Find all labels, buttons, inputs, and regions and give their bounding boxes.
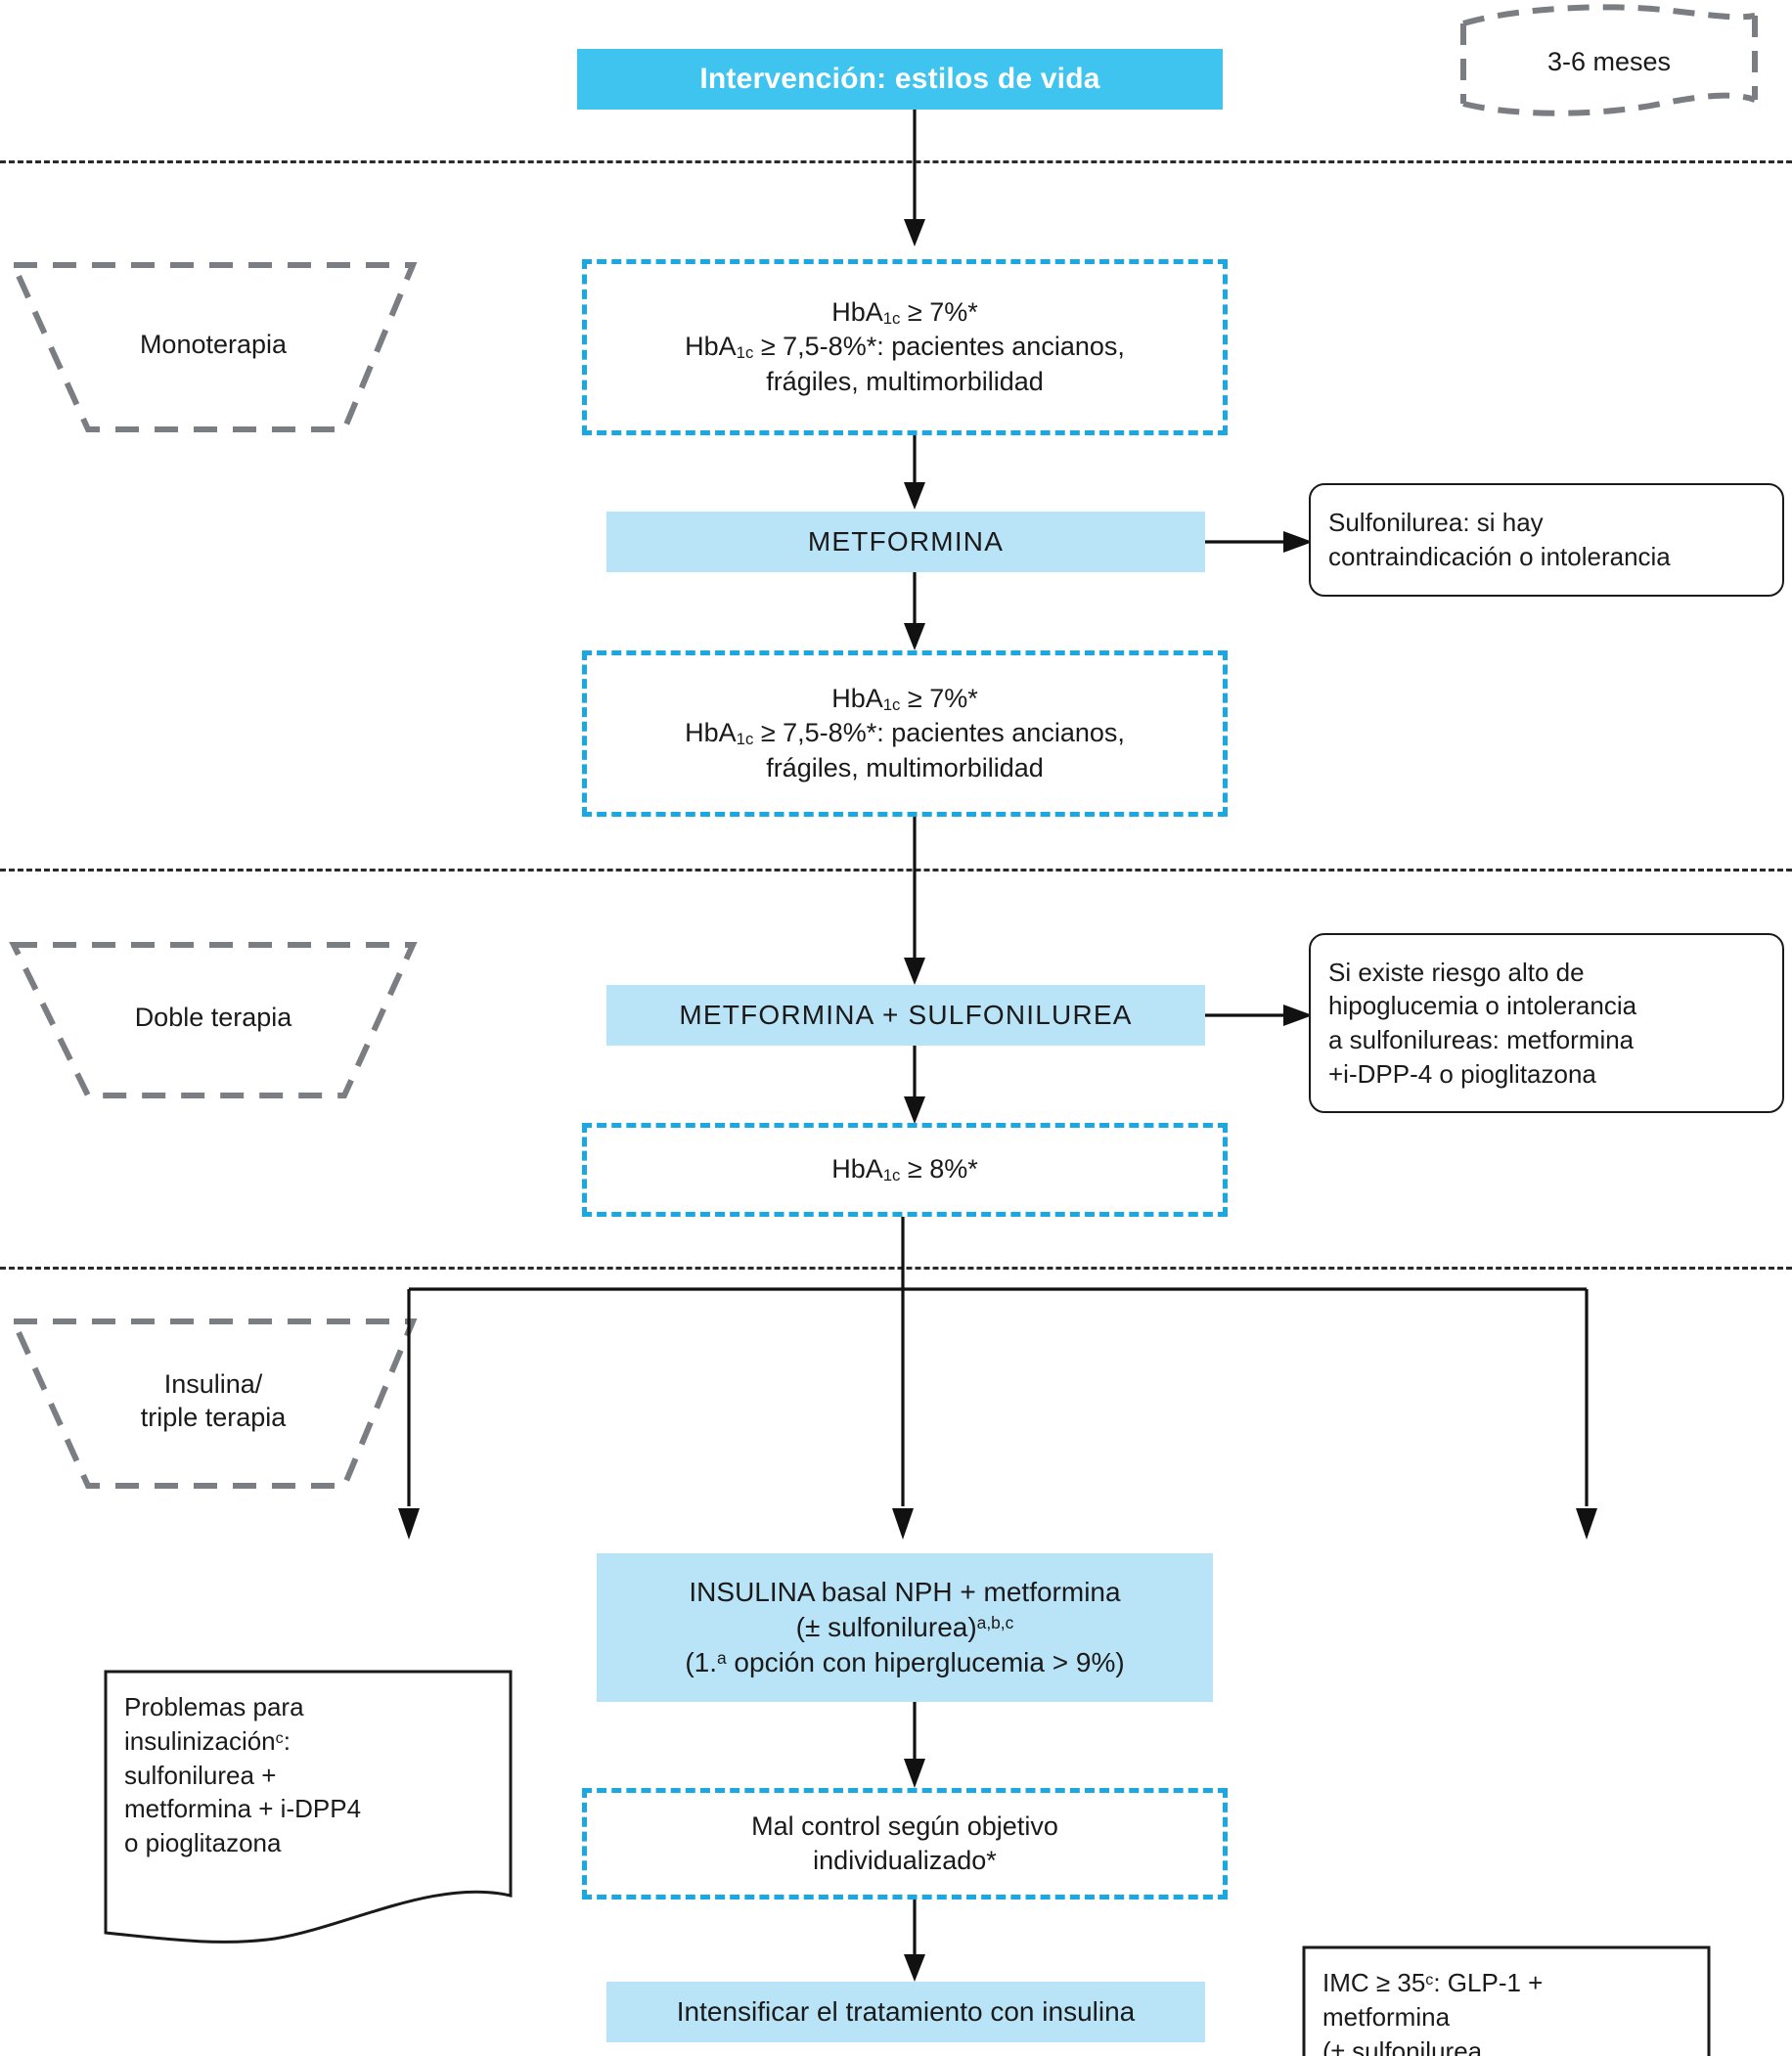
stage-label-doble-terapia-text: Doble terapia (134, 1003, 292, 1033)
section-separator-3 (0, 1267, 1792, 1270)
connector-metformina-to-note-sulfonilurea (1205, 531, 1313, 553)
connector-metformina-sulfonilurea-to-note-hipoglucemia (1205, 1005, 1313, 1026)
section-separator-2 (0, 869, 1792, 872)
trapezoid-shape-doble-terapia (9, 942, 418, 1098)
decision-hba1c-triple-text: HbA1c ≥ 8%* (831, 1154, 978, 1185)
note-imc-glp1-text: IMC ≥ 35c: GLP-1 + metformina (± sulfoni… (1322, 1968, 1544, 2056)
decision-mal-control-text: Mal control según objetivo individualiza… (751, 1810, 1058, 1875)
connector-metformina-to-hba1c-doble (904, 572, 925, 650)
stage-label-monoterapia: Monoterapia (8, 259, 419, 435)
header-lifestyle-intervention[interactable]: Intervención: estilos de vida (577, 49, 1223, 110)
stage-label-insulina-triple-terapia: Insulina/ triple terapia (8, 1316, 419, 1492)
note-riesgo-hipoglucemia[interactable]: Si existe riesgo alto de hipoglucemia o … (1309, 933, 1784, 1113)
timeline-ribbon-shape (1460, 4, 1758, 116)
stage-label-doble-terapia: Doble terapia (8, 939, 419, 1101)
connector-metformina-sulfonilurea-to-hba1c-triple (904, 1046, 925, 1124)
note-riesgo-hipoglucemia-text: Si existe riesgo alto de hipoglucemia o … (1328, 957, 1637, 1089)
treatment-metformina-sulfonilurea[interactable]: METFORMINA + SULFONILUREA (606, 985, 1205, 1046)
treatment-metformina-label: METFORMINA (807, 526, 1005, 558)
torn-box-shape-right (1302, 1945, 1711, 2056)
timeline-ribbon: 3-6 meses (1457, 2, 1761, 117)
decision-hba1c-monoterapia-text: HbA1c ≥ 7%* HbA1c ≥ 7,5-8%*: pacientes a… (685, 297, 1125, 396)
stage-label-insulina-triple-terapia-text: Insulina/ triple terapia (140, 1369, 287, 1432)
note-problemas-insulinizacion[interactable]: Problemas para insulinizaciónc: sulfonil… (103, 1669, 514, 1944)
torn-box-shape-left (104, 1670, 513, 1944)
treatment-intensificar-insulina[interactable]: Intensificar el tratamiento con insulina (606, 1982, 1205, 2042)
stage-label-monoterapia-text: Monoterapia (139, 330, 288, 360)
decision-hba1c-monoterapia[interactable]: HbA1c ≥ 7%* HbA1c ≥ 7,5-8%*: pacientes a… (582, 259, 1228, 435)
section-separator-1 (0, 160, 1792, 163)
decision-mal-control[interactable]: Mal control según objetivo individualiza… (582, 1788, 1228, 1900)
connector-hba1c-mono-to-metformina (904, 435, 925, 510)
treatment-intensificar-insulina-label: Intensificar el tratamiento con insulina (676, 1996, 1136, 2028)
treatment-insulina-basal-text: INSULINA basal NPH + metformina (± sulfo… (685, 1577, 1125, 1677)
note-sulfonilurea[interactable]: Sulfonilurea: si hay contraindicación o … (1309, 483, 1784, 597)
treatment-insulina-basal[interactable]: INSULINA basal NPH + metformina (± sulfo… (597, 1553, 1213, 1702)
decision-hba1c-triple[interactable]: HbA1c ≥ 8%* (582, 1123, 1228, 1217)
header-label: Intervención: estilos de vida (699, 63, 1100, 95)
treatment-metformina-sulfonilurea-label: METFORMINA + SULFONILUREA (679, 1000, 1133, 1031)
connector-mal-control-to-intensificar (904, 1900, 925, 1982)
note-problemas-insulinizacion-text: Problemas para insulinizaciónc: sulfonil… (124, 1692, 362, 1858)
note-imc-glp1[interactable]: IMC ≥ 35c: GLP-1 + metformina (± sulfoni… (1301, 1944, 1712, 2056)
connector-hba1c-doble-to-metformina-sulfonilurea (904, 817, 925, 985)
decision-hba1c-doble[interactable]: HbA1c ≥ 7%* HbA1c ≥ 7,5-8%*: pacientes a… (582, 650, 1228, 817)
connector-header-to-hba1c-mono (904, 110, 925, 246)
treatment-metformina[interactable]: METFORMINA (606, 512, 1205, 572)
timeline-label: 3-6 meses (1546, 46, 1672, 76)
connector-insulina-to-mal-control (904, 1702, 925, 1788)
note-sulfonilurea-text: Sulfonilurea: si hay contraindicación o … (1328, 508, 1671, 571)
decision-hba1c-doble-text: HbA1c ≥ 7%* HbA1c ≥ 7,5-8%*: pacientes a… (685, 684, 1125, 782)
